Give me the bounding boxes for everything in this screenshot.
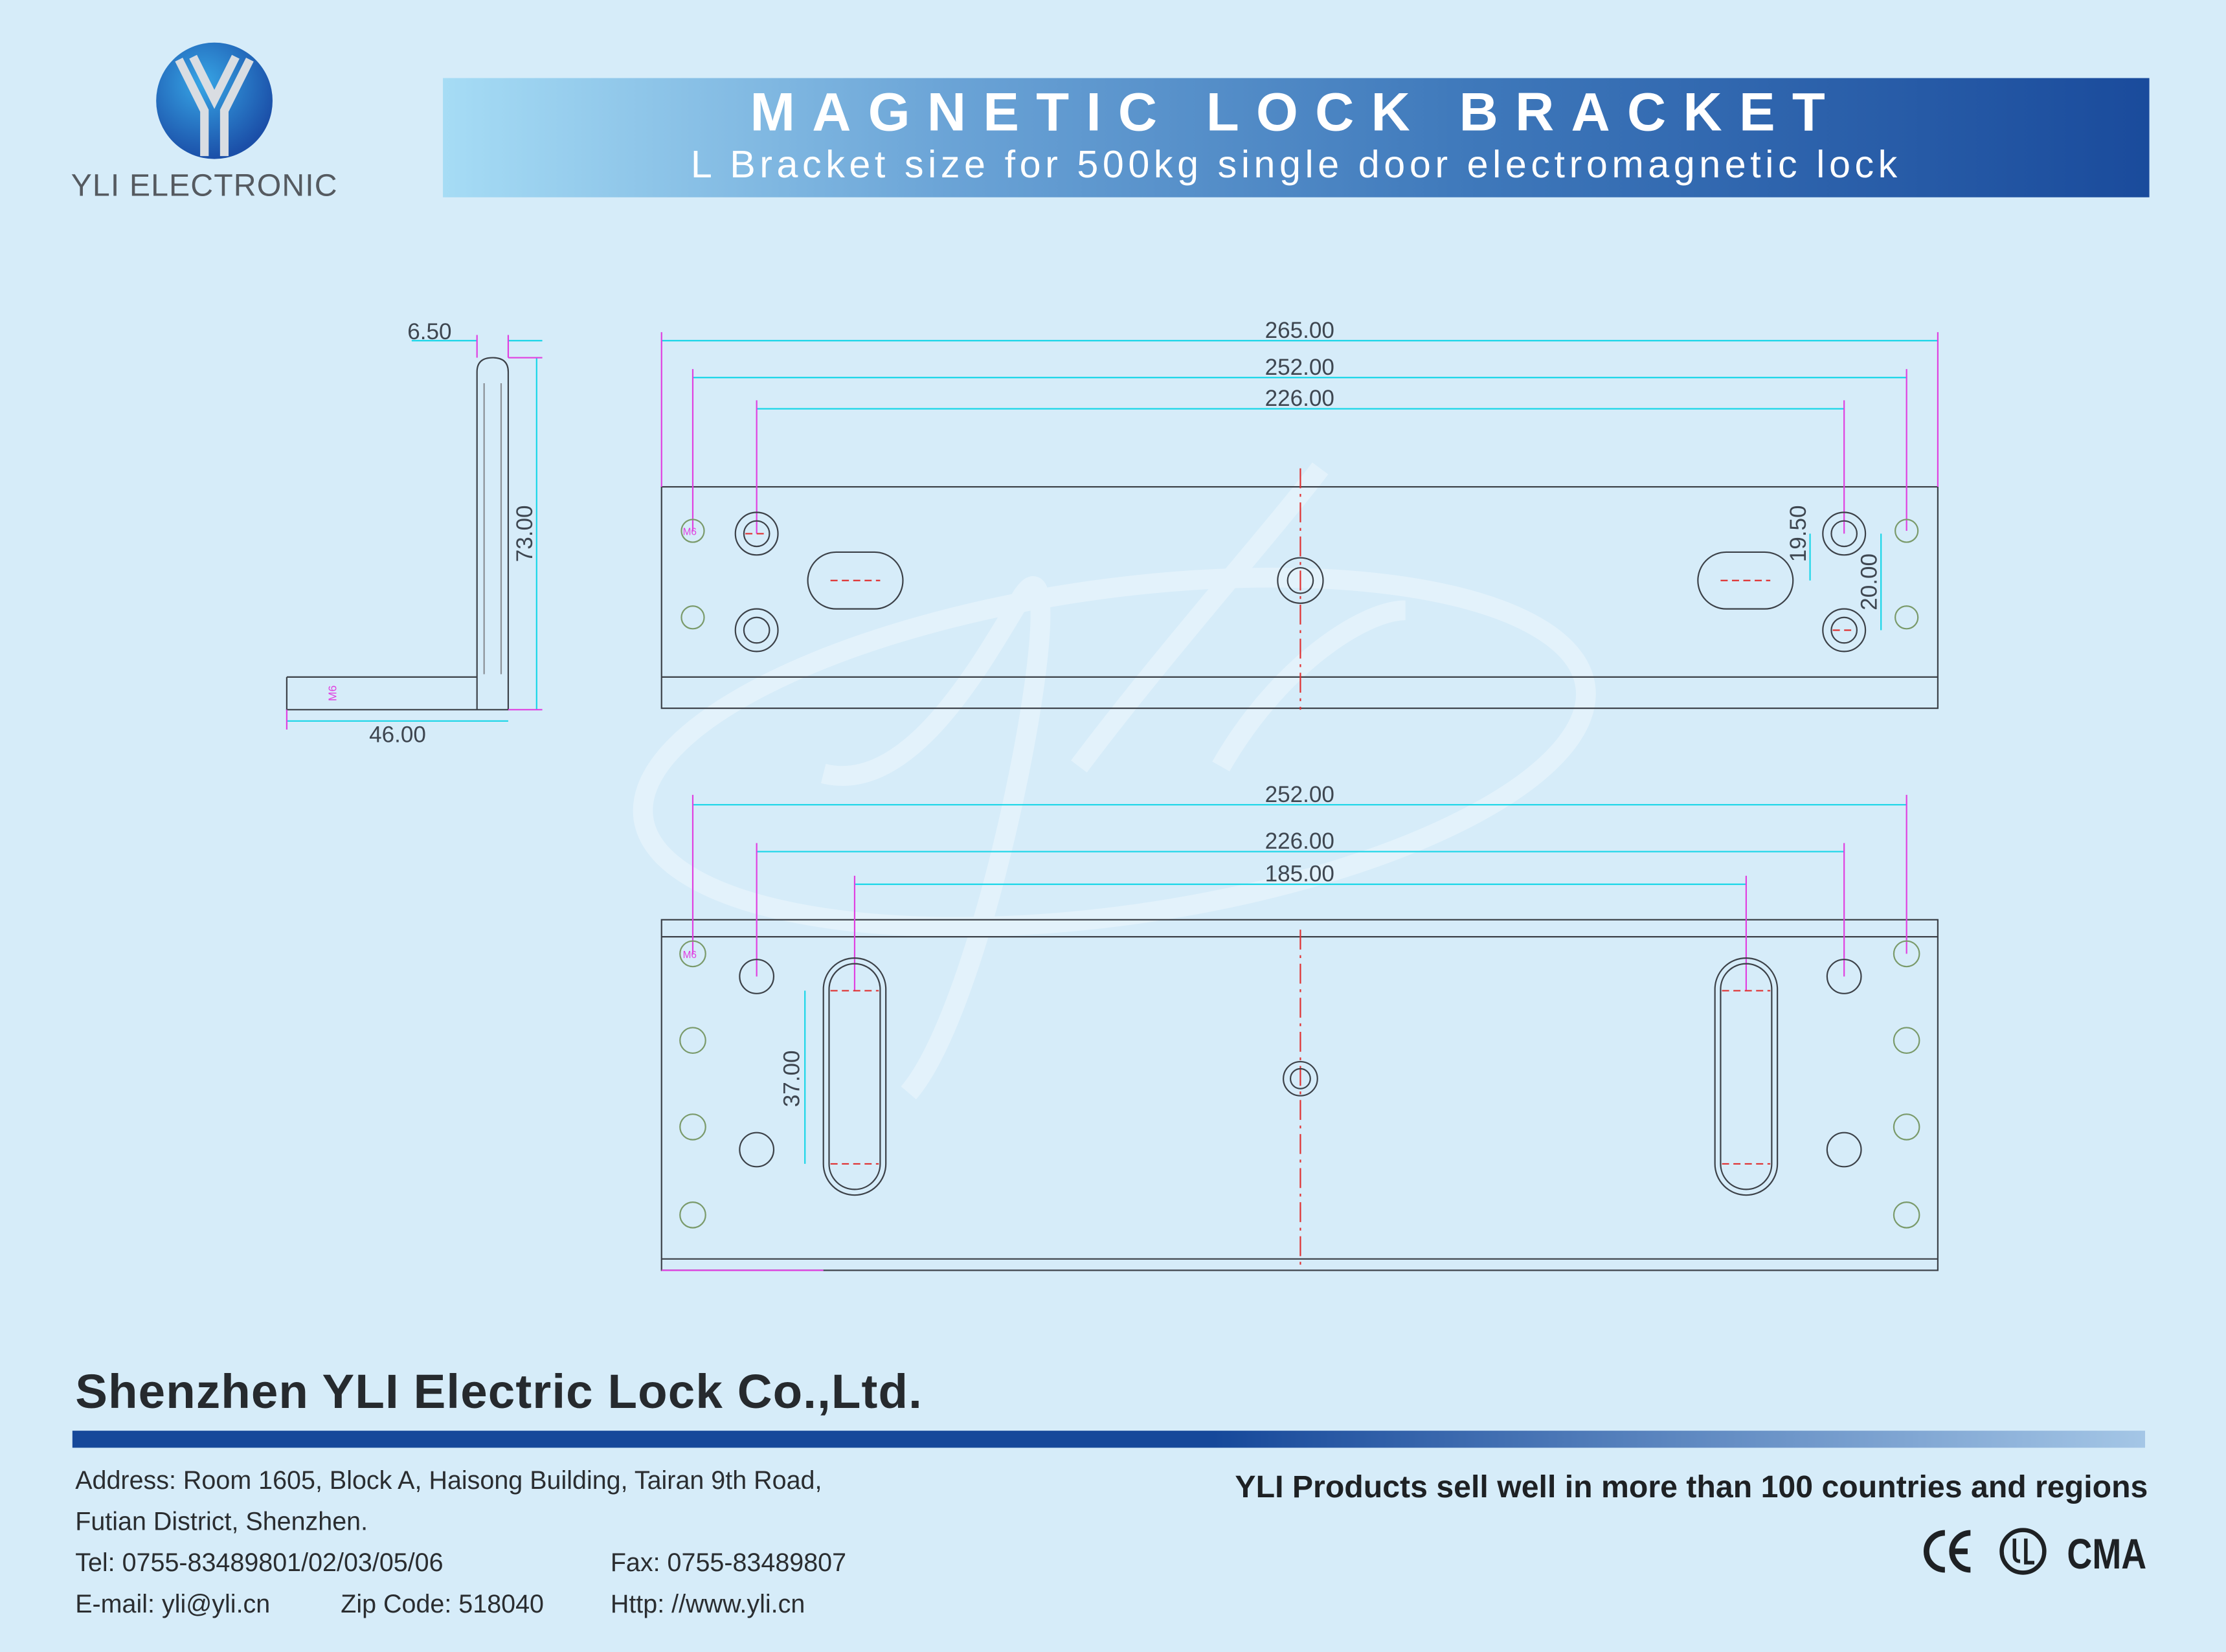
dim-bottom-outer-holes: 252.00: [1265, 782, 1334, 807]
company-name: Shenzhen YLI Electric Lock Co.,Ltd.: [75, 1365, 923, 1420]
certification-icons: CMA: [1924, 1528, 2146, 1578]
logo-text: YLI ELECTRONIC: [71, 167, 338, 203]
dim-side-thickness: 6.50: [407, 319, 451, 344]
telephone: Tel: 0755-83489801/02/03/05/06: [75, 1548, 444, 1577]
top-hole-label: M6: [683, 527, 697, 538]
top-view: 265.00 252.00 226.00 19.50 20.00 M6: [660, 318, 1939, 710]
divider: [72, 1431, 2146, 1448]
watermark: [633, 462, 1596, 1100]
address-line-2: Futian District, Shenzhen.: [75, 1507, 368, 1536]
ce-mark-icon: [1924, 1530, 1971, 1573]
dim-top-inner-holes: 226.00: [1265, 386, 1334, 411]
email: E-mail: yli@yli.cn: [75, 1589, 271, 1618]
fax: Fax: 0755-83489807: [610, 1548, 847, 1577]
side-view: 6.50 73.00 46.00 M6: [286, 319, 543, 748]
yli-logo-icon: [156, 42, 273, 159]
bottom-hole-label: M6: [683, 950, 697, 961]
dim-top-hole-offset: 19.50: [1786, 505, 1811, 562]
dim-side-width: 46.00: [369, 722, 426, 748]
dim-side-height: 73.00: [512, 505, 537, 562]
page-title: MAGNETIC LOCK BRACKET: [750, 84, 1843, 144]
cma-mark-label: CMA: [2067, 1530, 2146, 1578]
dim-bottom-inner-holes: 226.00: [1265, 829, 1334, 854]
dim-bottom-slots: 185.00: [1265, 862, 1334, 887]
dim-top-outer-holes: 252.00: [1265, 355, 1334, 380]
side-hole-label: M6: [326, 686, 339, 701]
dim-bottom-slot-length: 37.00: [779, 1050, 804, 1107]
bottom-view: 252.00 226.00 185.00 37.00 M6: [660, 782, 1939, 1271]
title-banner: MAGNETIC LOCK BRACKET L Bracket size for…: [443, 78, 2150, 197]
page-subtitle: L Bracket size for 500kg single door ele…: [690, 143, 1902, 186]
zip-code: Zip Code: 518040: [341, 1589, 545, 1618]
cma-mark-icon: CMA: [2067, 1530, 2146, 1578]
ul-mark-icon: [1999, 1528, 2047, 1575]
slogan: YLI Products sell well in more than 100 …: [1235, 1469, 2148, 1505]
website: Http: //www.yli.cn: [610, 1589, 805, 1618]
dim-top-hole-spacing: 20.00: [1857, 553, 1882, 610]
dim-top-overall: 265.00: [1265, 318, 1334, 343]
address-line-1: Address: Room 1605, Block A, Haisong Bui…: [75, 1466, 822, 1495]
